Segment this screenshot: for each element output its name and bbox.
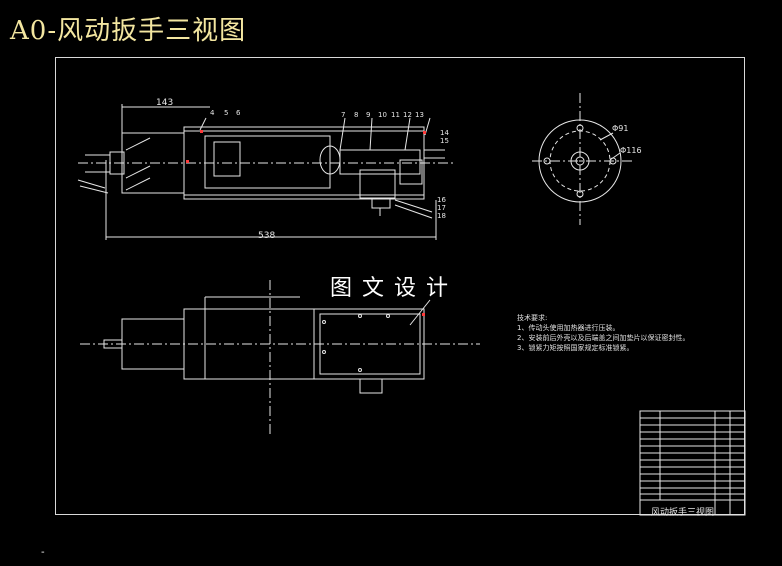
part-number: 9 (366, 111, 371, 119)
side-view (532, 93, 632, 225)
note-item: 1、传动头使用加热器进行压装。 (517, 324, 620, 332)
drawing-title: A0-风动扳手三视图 (10, 16, 247, 46)
part-number: 17 (437, 204, 446, 212)
part-number: 10 (378, 111, 387, 119)
dimension-143: 143 (156, 98, 174, 108)
command-cursor: - (41, 547, 45, 558)
red-markers (186, 130, 426, 316)
part-number: 18 (437, 212, 446, 220)
part-number: 8 (354, 111, 359, 119)
note-item: 3、锁紧力矩按照国家规定标准锁紧。 (517, 344, 634, 352)
part-number: 7 (341, 111, 346, 119)
title-block-drawing-name: 风动扳手三视图 (651, 508, 715, 518)
drawing-frame (55, 57, 745, 515)
part-number: 15 (440, 137, 449, 145)
part-number: 5 (224, 109, 229, 117)
title-block (639, 410, 746, 516)
dimension-538: 538 (258, 231, 276, 241)
top-view (80, 280, 480, 435)
part-number: 12 (403, 111, 412, 119)
note-item: 2、安装前后外壳以及后端盖之间加垫片以保证密封性。 (517, 334, 690, 342)
part-number: 6 (236, 109, 241, 117)
part-number: 4 (210, 109, 215, 117)
dimension-phi91: Φ91 (612, 124, 629, 133)
part-number: 14 (440, 129, 449, 137)
part-number: 16 (437, 196, 446, 204)
technical-notes: 技术要求: 1、传动头使用加热器进行压装。 2、安装前后外壳以及后端盖之间加垫片… (517, 313, 689, 353)
part-number: 11 (391, 111, 400, 119)
front-view (77, 104, 455, 240)
watermark-text: 图文设计 (330, 276, 459, 301)
dimension-phi116: Φ116 (620, 146, 642, 155)
part-number: 13 (415, 111, 424, 119)
notes-heading: 技术要求: (517, 314, 548, 322)
